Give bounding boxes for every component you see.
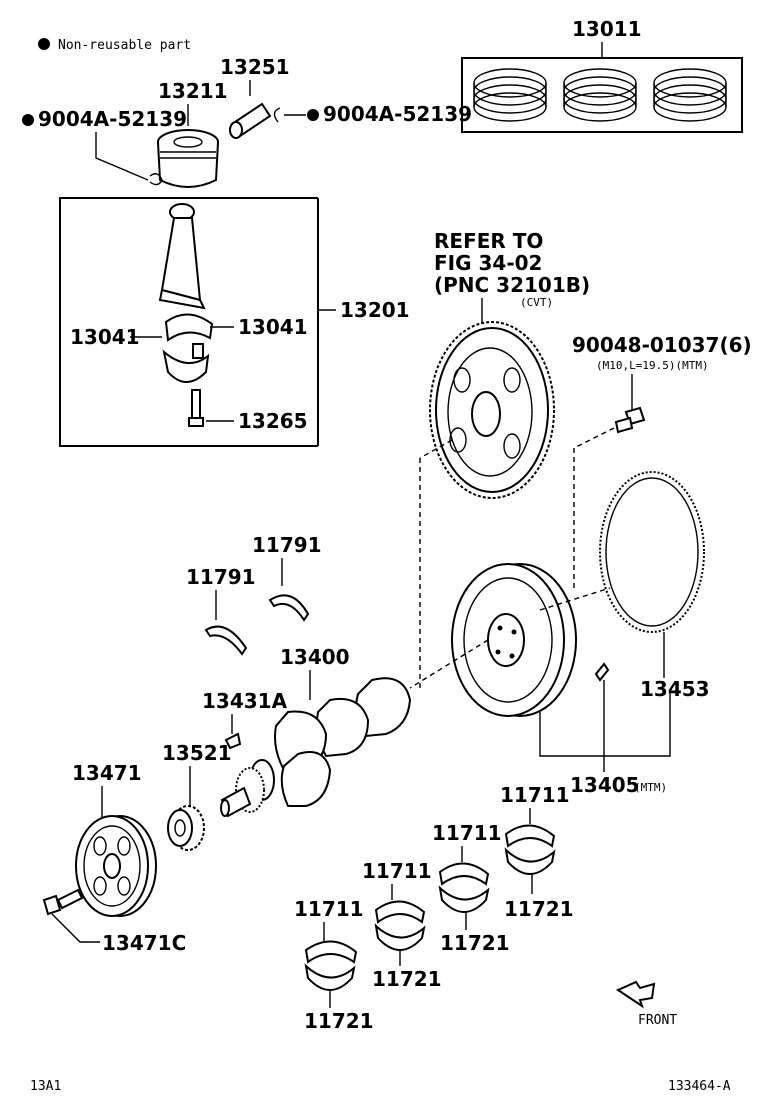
- bracket-13453: [539, 690, 671, 757]
- connecting-rod-drawing: [158, 203, 214, 427]
- snap-ring-left-drawing: [149, 173, 163, 186]
- label-11711-2: 11711: [362, 859, 432, 883]
- label-90048: 90048-01037(6): [572, 333, 752, 357]
- label-13471c: 13471C: [102, 931, 186, 955]
- label-13405-note: (MTM): [634, 781, 667, 794]
- crank-pulley-drawing: [75, 815, 157, 917]
- guide-line-flywheel: [409, 639, 489, 689]
- label-9004a-right: 9004A-52139: [323, 102, 472, 126]
- leader-13471c: [51, 913, 100, 943]
- piston-ring-set-box: [461, 57, 743, 133]
- guide-line-bolt: [573, 427, 615, 449]
- piston-drawing: [157, 129, 219, 188]
- legend-text: Non-reusable part: [58, 38, 191, 53]
- label-13011: 13011: [572, 17, 642, 41]
- label-13400: 13400: [280, 645, 350, 669]
- label-13405: 13405: [570, 773, 640, 797]
- guide-line-flywheel-ring: [539, 587, 611, 611]
- label-11711-4: 11711: [500, 783, 570, 807]
- refer-line-3: (PNC 32101B): [434, 273, 590, 297]
- label-13201: 13201: [340, 298, 410, 322]
- diagram-id: 133464-A: [668, 1079, 731, 1094]
- page-code: 13A1: [30, 1079, 61, 1094]
- pulley-bolt-drawing: [42, 888, 84, 916]
- label-11791-a: 11791: [186, 565, 256, 589]
- non-reusable-dot-icon: [307, 109, 319, 121]
- main-bearing-set-1-drawing: [304, 940, 358, 991]
- label-13431a: 13431A: [202, 689, 288, 713]
- non-reusable-dot-icon: [22, 114, 34, 126]
- front-arrow-icon: [615, 980, 656, 1009]
- thrust-washer-lower-drawing: [204, 625, 248, 656]
- label-11721-1: 11721: [304, 1009, 374, 1033]
- label-13041-left: 13041: [70, 325, 140, 349]
- label-13265: 13265: [238, 409, 308, 433]
- label-13453: 13453: [640, 677, 710, 701]
- label-11711-1: 11711: [294, 897, 364, 921]
- label-11721-3: 11721: [440, 931, 510, 955]
- crankshaft-drawing: [220, 677, 412, 818]
- connecting-rod-box: [59, 197, 318, 447]
- front-label: FRONT: [638, 1013, 677, 1028]
- label-13521: 13521: [162, 741, 232, 765]
- timing-sprocket-drawing: [167, 805, 205, 851]
- label-13211: 13211: [158, 79, 228, 103]
- label-9004a-left: 9004A-52139: [38, 107, 187, 131]
- label-13471: 13471: [72, 761, 142, 785]
- flywheel-drawing: [451, 563, 577, 717]
- label-13041-right: 13041: [238, 315, 308, 339]
- label-11791-b: 11791: [252, 533, 322, 557]
- piston-pin-drawing: [229, 102, 272, 139]
- refer-note: (CVT): [520, 296, 553, 309]
- label-11711-3: 11711: [432, 821, 502, 845]
- knock-pin-drawing: [594, 662, 610, 682]
- label-11721-2: 11721: [372, 967, 442, 991]
- main-bearing-set-3-drawing: [438, 862, 490, 913]
- snap-ring-right-drawing: [273, 107, 281, 123]
- main-bearing-set-2-drawing: [374, 900, 426, 951]
- guide-line-drive-plate: [419, 439, 453, 459]
- main-bearing-set-4-drawing: [504, 824, 556, 875]
- label-90048-note: (M10,L=19.5)(MTM): [596, 359, 709, 372]
- label-11721-4: 11721: [504, 897, 574, 921]
- piston-ring-set-drawing: [473, 68, 727, 122]
- refer-line-2: FIG 34-02: [434, 251, 542, 275]
- refer-line-1: REFER TO: [434, 229, 543, 253]
- label-13251: 13251: [220, 55, 290, 79]
- flywheel-bolt-drawing: [614, 406, 646, 434]
- ring-gear-drawing: [599, 471, 705, 633]
- thrust-washer-upper-drawing: [268, 594, 310, 622]
- non-reusable-dot-icon: [38, 38, 50, 50]
- leader-9004a-left: [95, 132, 149, 181]
- drive-plate-drawing: [429, 321, 555, 499]
- woodruff-key-drawing: [224, 732, 242, 750]
